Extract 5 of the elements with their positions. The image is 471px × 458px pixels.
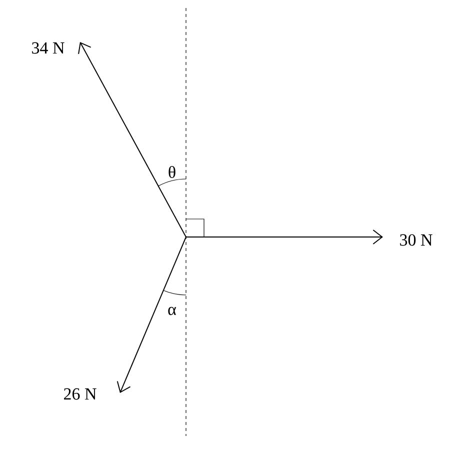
force-label: 34 N: [32, 42, 64, 54]
force-label: θ: [168, 166, 176, 178]
force-label: α: [168, 306, 176, 316]
force-label: 30 N: [400, 234, 432, 246]
force-label: 26 N: [64, 388, 96, 400]
